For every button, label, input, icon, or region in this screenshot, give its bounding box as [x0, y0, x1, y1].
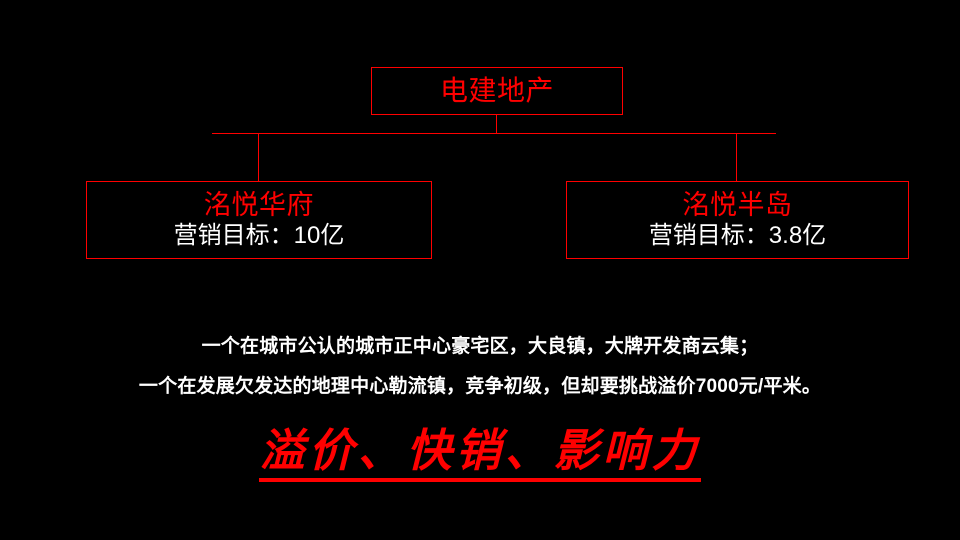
body-copy: 一个在城市公认的城市正中心豪宅区，大良镇，大牌开发商云集； 一个在发展欠发达的地… [0, 327, 960, 407]
connector-horizontal-bar [212, 133, 776, 134]
connector-drop-left [258, 133, 259, 181]
org-node-child-left-title: 洺悦华府 [204, 190, 314, 221]
headline-text: 溢价、快销、影响力 [259, 427, 701, 483]
org-node-root: 电建地产 [371, 67, 623, 115]
org-node-child-right-title: 洺悦半岛 [682, 190, 793, 221]
connector-drop-right [736, 133, 737, 181]
org-node-child-left: 洺悦华府 营销目标：10亿 [86, 181, 432, 259]
connector-stem [496, 115, 497, 134]
body-copy-line: 一个在城市公认的城市正中心豪宅区，大良镇，大牌开发商云集； [201, 336, 759, 357]
org-node-root-title: 电建地产 [439, 74, 554, 106]
body-copy-line: 一个在发展欠发达的地理中心勒流镇，竞争初级，但却要挑战溢价7000元/平米。 [138, 376, 822, 397]
headline: 溢价、快销、影响力 [0, 427, 960, 483]
org-node-child-right: 洺悦半岛 营销目标：3.8亿 [566, 181, 909, 259]
org-node-child-right-subtitle: 营销目标：3.8亿 [648, 221, 827, 249]
org-node-child-left-subtitle: 营销目标：10亿 [173, 221, 345, 249]
